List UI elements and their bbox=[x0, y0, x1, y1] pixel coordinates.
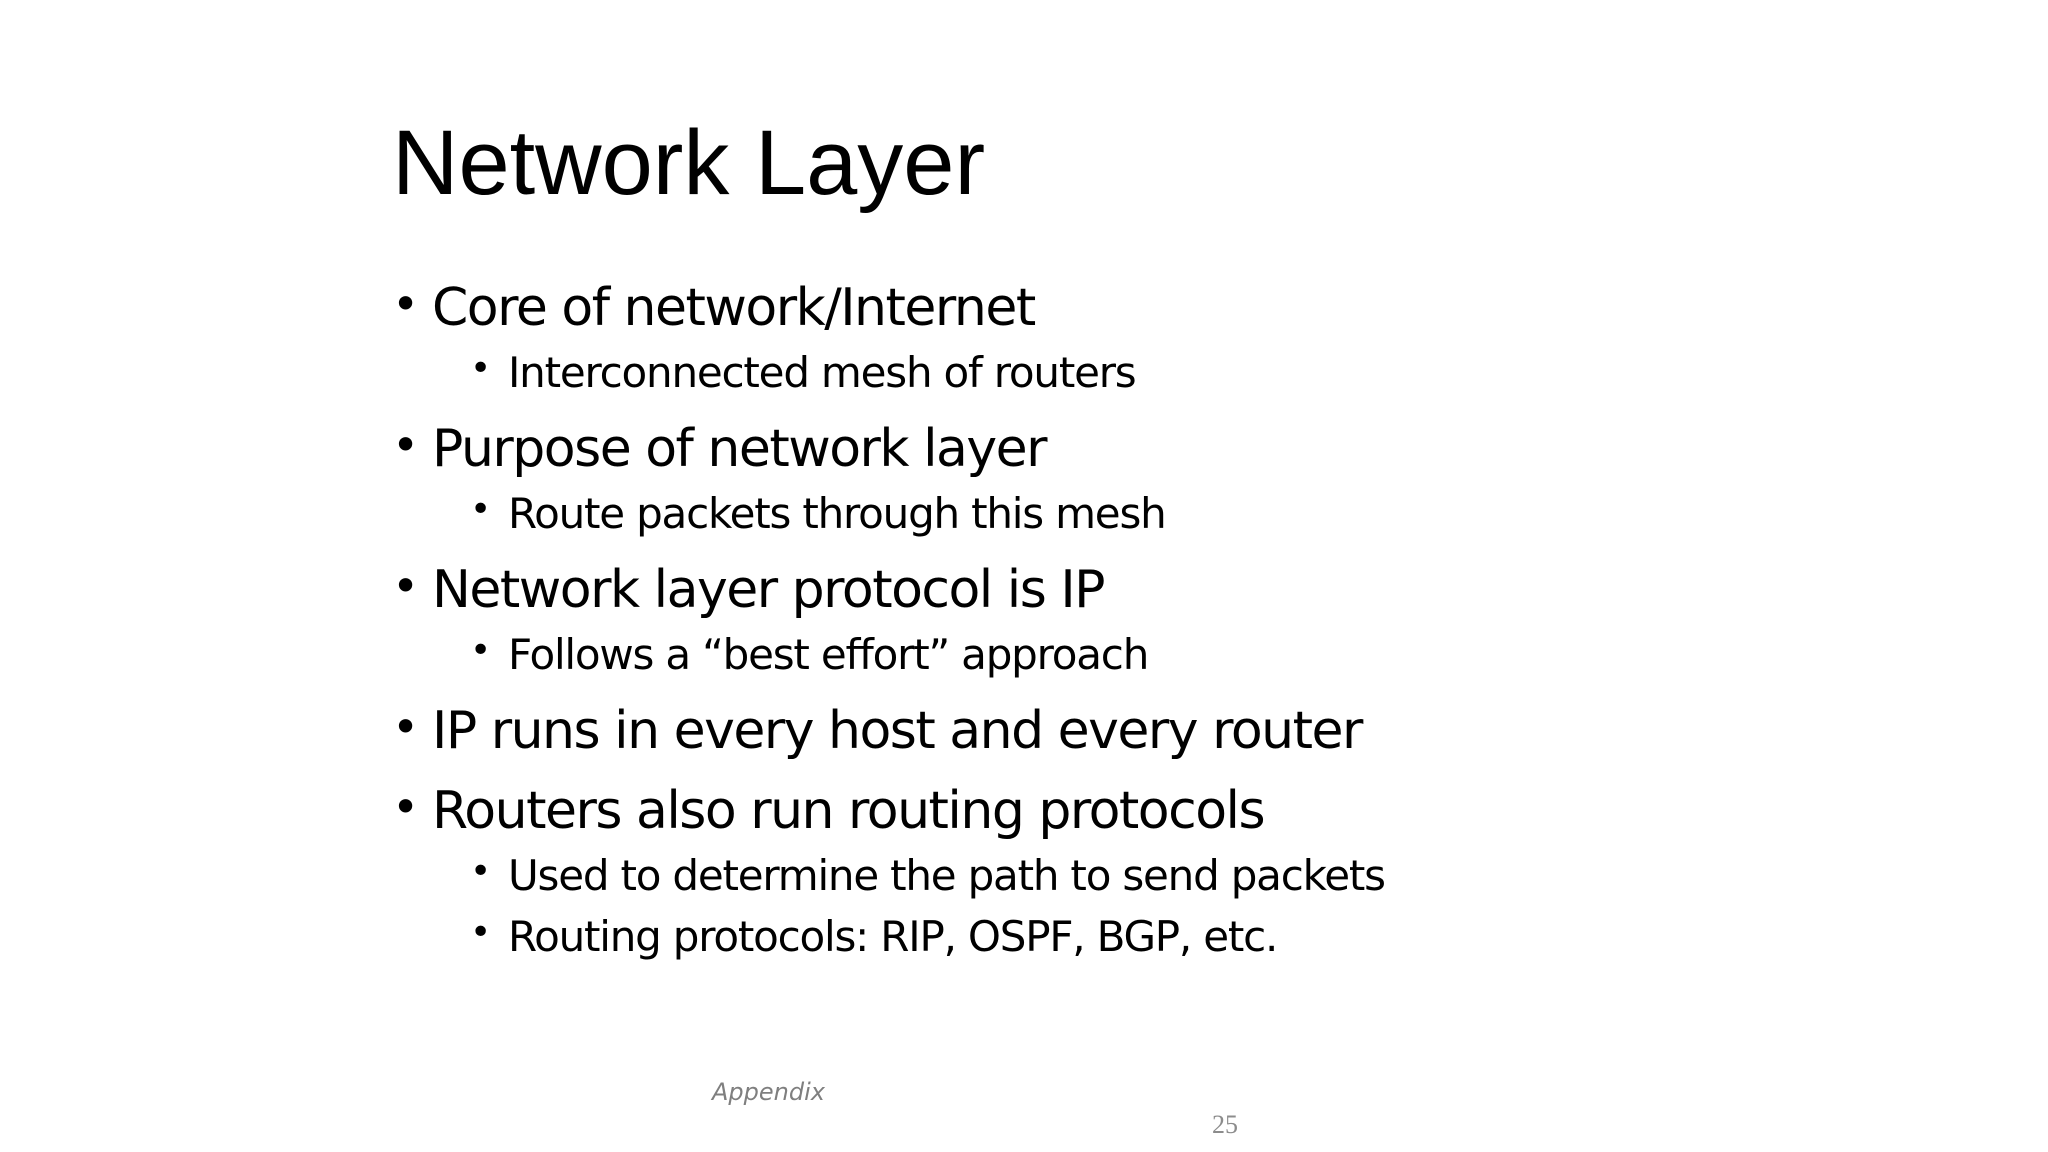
bullet-text: Route packets through this mesh bbox=[508, 489, 1167, 538]
bullet-icon: • bbox=[470, 912, 492, 953]
bullet-icon: • bbox=[470, 851, 492, 892]
bullet-text: Follows a “best effort” approach bbox=[508, 630, 1149, 679]
bullet-text: Routing protocols: RIP, OSPF, BGP, etc. bbox=[508, 912, 1278, 961]
bullet-icon: • bbox=[470, 348, 492, 389]
bullet-icon: • bbox=[392, 277, 420, 331]
bullet-icon: • bbox=[470, 489, 492, 530]
footer-text: Appendix bbox=[712, 1078, 825, 1106]
bullet-text: Interconnected mesh of routers bbox=[508, 348, 1137, 397]
bullet-icon: • bbox=[392, 700, 420, 754]
bullet-icon: • bbox=[392, 418, 420, 472]
bullet-text: Network layer protocol is IP bbox=[432, 560, 1106, 620]
bullet-text: IP runs in every host and every router bbox=[432, 701, 1363, 761]
slide-number: 25 bbox=[1212, 1110, 1238, 1139]
bullet-text: Used to determine the path to send packe… bbox=[508, 851, 1386, 900]
bullet-icon: • bbox=[392, 780, 420, 834]
bullet-text: Routers also run routing protocols bbox=[432, 781, 1266, 841]
bullet-text: Purpose of network layer bbox=[432, 419, 1048, 479]
bullet-icon: • bbox=[470, 630, 492, 671]
slide-title: Network Layer bbox=[392, 112, 986, 214]
bullet-text: Core of network/Internet bbox=[432, 278, 1036, 338]
bullet-icon: • bbox=[392, 559, 420, 613]
